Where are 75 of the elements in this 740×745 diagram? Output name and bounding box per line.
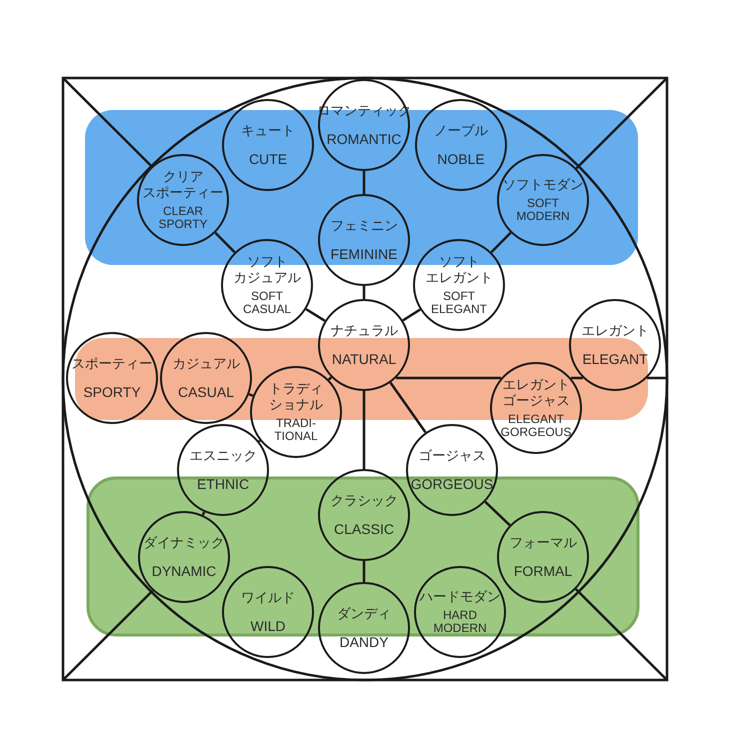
english-label: SPORTY <box>83 384 141 400</box>
english-label: ROMANTIC <box>326 131 402 147</box>
english-label: CLASSIC <box>334 521 394 537</box>
connector-line <box>328 376 332 381</box>
english-label: FEMININE <box>330 246 398 262</box>
style-circle <box>318 194 410 286</box>
style-circle <box>66 332 158 424</box>
english-label: ETHNIC <box>196 476 250 492</box>
japanese-label: クラシック <box>330 493 398 509</box>
connector-line <box>362 391 366 469</box>
connector-line <box>258 440 261 442</box>
english-label: DANDY <box>339 634 388 650</box>
japanese-label: エレガントゴージャス <box>502 377 570 409</box>
connector-line <box>402 308 421 322</box>
english-label: SOFT ELEGANT <box>430 290 488 316</box>
connector-line <box>362 561 366 582</box>
style-circle <box>222 99 314 191</box>
connector-line <box>396 376 502 380</box>
english-label: WILD <box>250 618 286 634</box>
japanese-label: ソフトモダン <box>502 177 584 193</box>
japanese-label: エスニック <box>189 448 257 464</box>
japanese-label: ワイルド <box>241 590 295 606</box>
style-circle <box>406 424 498 516</box>
english-label: DYNAMIC <box>152 563 216 579</box>
japanese-label: フォーマル <box>509 535 577 551</box>
japanese-label: ハードモダン <box>420 589 500 605</box>
connector-line <box>570 376 583 380</box>
japanese-label: トラディショナル <box>269 381 323 413</box>
english-label: SOFT CASUAL <box>242 290 292 316</box>
style-circle <box>318 469 410 561</box>
english-label: FORMAL <box>514 563 572 579</box>
connector-line <box>214 232 236 254</box>
english-label: NATURAL <box>332 351 396 367</box>
style-circle <box>497 154 589 246</box>
japanese-label: フェミニン <box>330 218 398 234</box>
connector-line <box>248 393 254 397</box>
english-label: TRADI- TIONAL <box>273 417 319 443</box>
english-label: ELEGANT <box>582 351 648 367</box>
english-label: GORGEOUS <box>410 476 494 492</box>
japanese-label: ダイナミック <box>144 535 224 551</box>
japanese-label: カジュアル <box>172 356 240 372</box>
english-label: HARD MODERN <box>432 609 488 635</box>
style-circle <box>222 566 314 658</box>
connector-line <box>202 511 206 516</box>
style-circle <box>490 362 582 454</box>
japanese-label: ナチュラル <box>330 323 398 339</box>
style-circle <box>569 299 661 391</box>
english-label: ELEGANT GORGEOUS <box>500 413 572 439</box>
english-label: CLEAR SPORTY <box>157 205 209 231</box>
japanese-label: ダンディ <box>337 606 391 622</box>
japanese-label: キュート <box>241 123 295 139</box>
style-circle <box>177 424 269 516</box>
connector-line <box>305 308 326 322</box>
style-circle <box>318 79 410 171</box>
japanese-label: ゴージャス <box>418 448 486 464</box>
japanese-label: クリアスポーティー <box>142 169 224 201</box>
english-label: CASUAL <box>178 384 234 400</box>
style-circle <box>160 332 252 424</box>
connector-line <box>389 382 427 434</box>
english-label: NOBLE <box>437 151 485 167</box>
style-circle <box>137 154 229 246</box>
style-circle <box>221 239 313 331</box>
style-circle <box>413 239 505 331</box>
english-label: SOFT MODERN <box>515 197 571 223</box>
english-label: CUTE <box>248 151 288 167</box>
japanese-label: スポーティー <box>72 356 152 372</box>
japanese-label: ノーブル <box>434 123 488 139</box>
style-circle <box>138 511 230 603</box>
style-circle <box>318 582 410 674</box>
connector-line <box>490 232 512 254</box>
connector-line <box>362 286 366 299</box>
connector-line <box>484 500 511 526</box>
style-circle <box>414 566 506 658</box>
japanese-label: エレガント <box>581 323 649 339</box>
connector-line <box>362 171 366 194</box>
